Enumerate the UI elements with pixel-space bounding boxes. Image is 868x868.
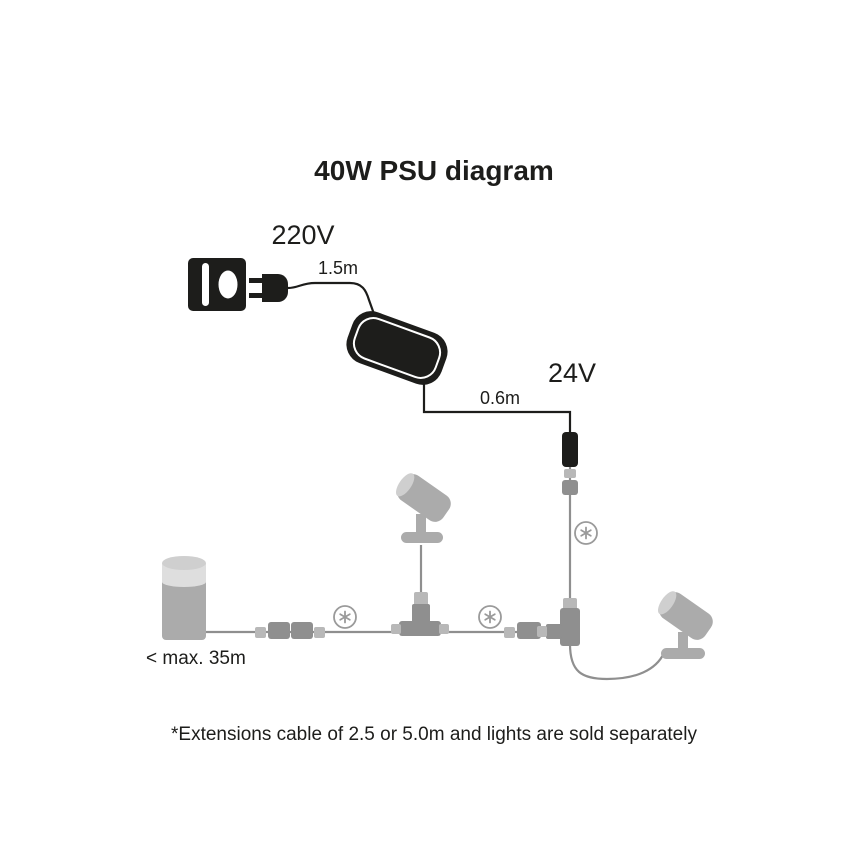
dc-cable-length-label: 0.6m xyxy=(480,388,520,408)
asterisk-badge-icon xyxy=(574,521,598,545)
spotlight-icon xyxy=(657,591,713,659)
output-voltage-label: 24V xyxy=(548,358,596,388)
mains-cable xyxy=(287,281,376,315)
wall-socket-icon xyxy=(188,258,246,311)
power-plug-icon xyxy=(249,274,288,302)
asterisk-badge-icon xyxy=(333,605,357,629)
footnote-text: *Extensions cable of 2.5 or 5.0m and lig… xyxy=(171,724,697,745)
diagram-title: 40W PSU diagram xyxy=(314,155,554,186)
cable-connector-icon xyxy=(504,622,541,639)
bollard-light-icon xyxy=(162,556,206,640)
input-voltage-label: 220V xyxy=(271,220,334,250)
dc-connector-icon xyxy=(562,432,578,495)
mains-cable-length-label: 1.5m xyxy=(318,258,358,278)
spotlight-icon xyxy=(395,473,451,543)
dc-cable xyxy=(422,384,572,434)
psu-icon xyxy=(346,311,448,385)
spotlight-tail-cable xyxy=(568,643,665,681)
max-run-label: < max. 35m xyxy=(146,648,246,669)
t-connector-icon xyxy=(391,592,449,636)
asterisk-badge-icon xyxy=(478,605,502,629)
cable-connector-icon xyxy=(255,622,325,639)
t-connector-icon xyxy=(537,598,580,646)
